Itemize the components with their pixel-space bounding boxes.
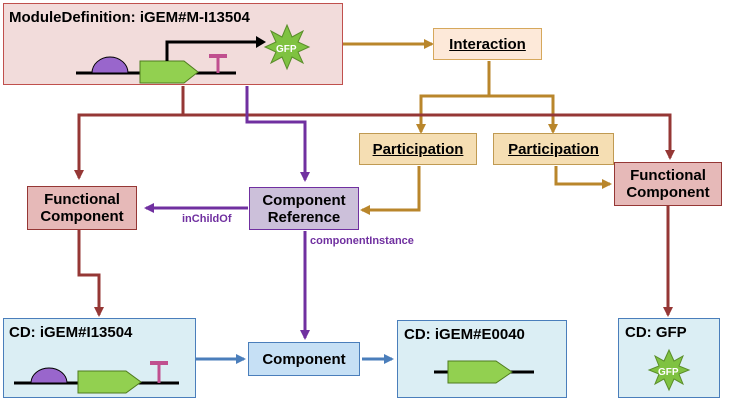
cd-gfp-box[interactable]: CD: GFP GFP [618, 318, 720, 398]
cd-i13504-box[interactable]: CD: iGEM#I13504 [3, 318, 196, 398]
component-reference-line1: Component [262, 191, 346, 209]
gfp-star-icon [647, 348, 691, 392]
participation-label: Participation [508, 140, 599, 158]
functional-component-box-left[interactable]: Functional Component [27, 186, 137, 230]
module-definition-title: ModuleDefinition: iGEM#M-I13504 [9, 9, 250, 26]
arrow-participation-to-component-reference [360, 166, 421, 215]
cd-e0040-box[interactable]: CD: iGEM#E0040 [397, 320, 567, 398]
cd-e0040-title: CD: iGEM#E0040 [404, 326, 525, 343]
participation-box-2[interactable]: Participation [493, 133, 614, 165]
functional-component-line2: Component [626, 184, 710, 201]
arrow-md-to-functional-component-right [183, 113, 675, 160]
arrow-md-to-component-reference [245, 86, 310, 182]
cd-i13504-glyphs [14, 361, 179, 394]
component-reference-line2: Reference [267, 208, 341, 226]
participation-label: Participation [372, 140, 464, 158]
gfp-label: GFP [658, 367, 679, 378]
component-box[interactable]: Component [248, 342, 360, 376]
functional-component-line1: Functional [44, 191, 120, 208]
component-reference-box[interactable]: Component Reference [249, 187, 359, 230]
arrow-functional-component-to-cd [77, 230, 104, 317]
in-child-of-label: inChildOf [182, 213, 232, 225]
functional-component-line2: Component [40, 208, 124, 225]
cd-gfp-title: CD: GFP [625, 324, 687, 341]
promoter-glyph [91, 56, 129, 74]
module-definition-box[interactable]: ModuleDefinition: iGEM#M-I13504 GFP [3, 3, 343, 85]
cd-e0040-glyphs [434, 360, 534, 384]
functional-component-line1: Functional [630, 167, 706, 184]
functional-component-box-right[interactable]: Functional Component [614, 162, 722, 206]
module-glyphs [76, 23, 311, 84]
gfp-label: GFP [276, 44, 297, 55]
cd-i13504-title: CD: iGEM#I13504 [9, 324, 133, 341]
promoter-glyph [30, 367, 68, 384]
cds-glyph [77, 370, 142, 394]
component-label: Component [262, 350, 346, 368]
participation-box-1[interactable]: Participation [359, 133, 477, 165]
cds-glyph [139, 60, 199, 84]
arrow-md-to-functional-component-left [74, 86, 185, 180]
component-instance-label: componentInstance [310, 235, 414, 247]
cds-glyph [447, 360, 513, 384]
arrow-interaction-to-participations [416, 61, 491, 134]
arrow-interaction-to-participation-2 [489, 94, 558, 134]
gfp-star-icon [263, 23, 311, 71]
cd-gfp-glyphs [647, 348, 691, 392]
interaction-label: Interaction [449, 35, 526, 53]
transcription-arrow [165, 40, 256, 61]
arrow-participation-to-functional-component [554, 166, 612, 189]
interaction-box[interactable]: Interaction [433, 28, 542, 60]
